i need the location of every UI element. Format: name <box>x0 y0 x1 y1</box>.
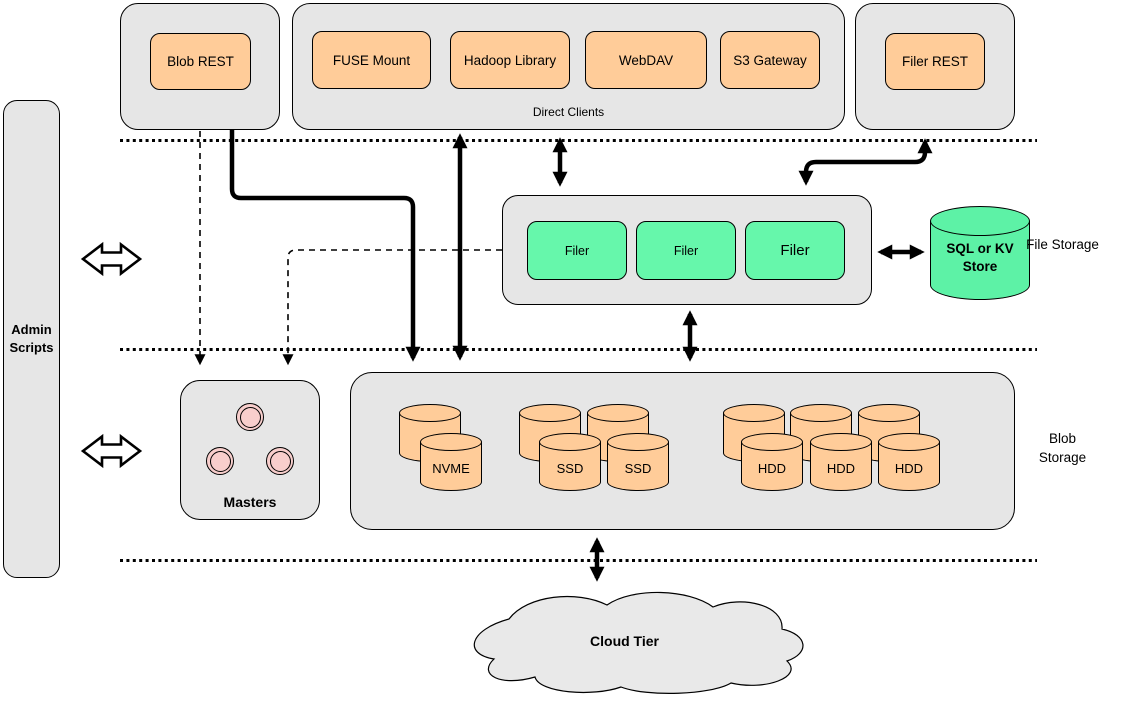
hadoop-library-node: Hadoop Library <box>450 31 570 89</box>
hdd-cylinder-3: HDD <box>878 433 940 491</box>
cylinder-top <box>587 404 649 422</box>
admin-scripts-label: Admin Scripts <box>9 322 54 355</box>
blob-rest-node: Blob REST <box>150 33 251 90</box>
sql-kv-store-cylinder: SQL or KV Store <box>930 206 1030 300</box>
filer-node-1: Filer <box>527 221 627 280</box>
cylinder-top <box>878 433 940 451</box>
hdd-cylinder-1: HDD <box>741 433 803 491</box>
filers-to-masters-dashed-arrow <box>282 249 502 366</box>
filer-rest-to-filers-arrow <box>798 138 933 186</box>
master-node-2 <box>206 447 234 475</box>
ssd-label-2: SSD <box>624 461 652 476</box>
cylinder-top <box>858 404 920 422</box>
master-node-1 <box>236 403 264 431</box>
blob-rest-to-volumes-arrow <box>229 130 421 362</box>
cylinder-top <box>420 433 482 451</box>
filer-node-3: Filer <box>745 221 845 280</box>
hdd-label-2: HDD <box>826 461 856 476</box>
cloud-tier-label: Cloud Tier <box>590 633 659 649</box>
filer-rest-node: Filer REST <box>885 33 985 90</box>
webdav-node: WebDAV <box>585 31 707 89</box>
cylinder-top <box>539 433 601 451</box>
blob-storage-section-label: Blob Storage <box>1038 431 1087 465</box>
master-node-3 <box>266 447 294 475</box>
cylinder-top <box>741 433 803 451</box>
sql-kv-store-label: SQL or KV Store <box>946 241 1014 275</box>
cylinder-top <box>723 404 785 422</box>
ssd-cylinder-2: SSD <box>607 433 669 491</box>
admin-scripts-node: Admin Scripts <box>3 100 60 578</box>
hdd-label-1: HDD <box>757 461 787 476</box>
cylinder-top <box>607 433 669 451</box>
admin-blob-storage-double-arrow <box>80 433 143 469</box>
s3-gateway-node: S3 Gateway <box>720 31 820 89</box>
fuse-mount-node: FUSE Mount <box>312 31 431 89</box>
nvme-cylinder: NVME <box>420 433 482 491</box>
hdd-cylinder-2: HDD <box>810 433 872 491</box>
admin-file-storage-double-arrow <box>80 241 143 277</box>
nvme-label: NVME <box>432 461 470 476</box>
masters-label: Masters <box>223 494 277 510</box>
direct-clients-label: Direct Clients <box>532 105 605 119</box>
ssd-label-1: SSD <box>556 461 584 476</box>
cylinder-top <box>790 404 852 422</box>
cylinder-top <box>930 206 1030 236</box>
file-storage-section-label: File Storage <box>1026 237 1099 252</box>
hdd-label-3: HDD <box>894 461 924 476</box>
cylinder-top <box>810 433 872 451</box>
cylinder-top <box>399 404 461 422</box>
cylinder-top <box>519 404 581 422</box>
filer-node-2: Filer <box>636 221 736 280</box>
ssd-cylinder-1: SSD <box>539 433 601 491</box>
